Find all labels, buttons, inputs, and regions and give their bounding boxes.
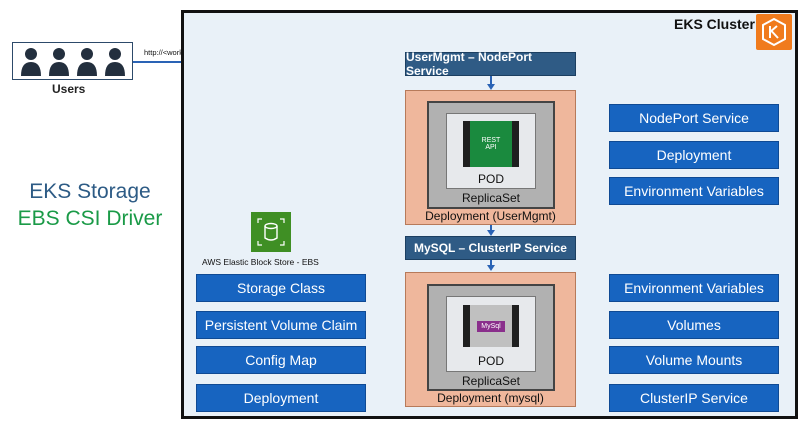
mysql-container: MySql	[463, 305, 519, 347]
eks-logo-icon	[756, 14, 792, 50]
usermgmt-deployment-label: Deployment (UserMgmt)	[425, 209, 556, 223]
usermgmt-pod: REST API POD	[446, 113, 536, 189]
mysql-deployment: MySql POD ReplicaSet Deployment (mysql)	[405, 272, 576, 407]
nodeport-service-box: NodePort Service	[609, 104, 779, 132]
users-group	[12, 42, 133, 80]
mysql-replicaset: MySql POD ReplicaSet	[427, 284, 555, 391]
storage-title-line2: EBS CSI Driver	[17, 207, 163, 230]
cluster-title: EKS Cluster	[674, 16, 755, 32]
clusterip-service-box: ClusterIP Service	[609, 384, 779, 412]
storage-class-box: Storage Class	[196, 274, 366, 302]
mysql-pod-label: POD	[477, 354, 504, 368]
arrow-mysql-service-to-deployment	[490, 260, 492, 266]
left-deployment-box: Deployment	[196, 384, 366, 412]
users-icon	[21, 48, 125, 76]
rest-api-container: REST API	[463, 121, 519, 167]
users-label: Users	[52, 82, 86, 96]
usermgmt-pod-label: POD	[477, 172, 504, 186]
usermgmt-replicaset: REST API POD ReplicaSet	[427, 101, 555, 209]
arrow-deployment-to-mysql-service	[490, 225, 492, 231]
environment-variables-box-bottom: Environment Variables	[609, 274, 779, 302]
arrow-down-icon	[487, 84, 495, 90]
ebs-icon	[251, 212, 291, 252]
usermgmt-service-box: UserMgmt – NodePort Service	[405, 50, 576, 78]
arrow-down-icon	[487, 230, 495, 236]
mysql-pod: MySql POD	[446, 296, 536, 372]
mysql-replicaset-label: ReplicaSet	[461, 374, 521, 388]
mysql-service-box: MySQL – ClusterIP Service	[405, 236, 576, 260]
ebs-label: AWS Elastic Block Store - EBS	[202, 257, 319, 267]
config-map-box: Config Map	[196, 346, 366, 374]
mysql-container-label: MySql	[477, 320, 505, 332]
environment-variables-box-top: Environment Variables	[609, 177, 779, 205]
rest-api-label-1: REST	[481, 137, 501, 144]
volumes-box: Volumes	[609, 311, 779, 339]
rest-api-label-2: API	[485, 144, 497, 151]
arrow-service-to-deployment	[490, 76, 492, 84]
right-deployment-box: Deployment	[609, 141, 779, 169]
arrow-down-icon	[487, 265, 495, 271]
usermgmt-deployment: REST API POD ReplicaSet Deployment (User…	[405, 90, 576, 225]
mysql-deployment-label: Deployment (mysql)	[437, 391, 544, 405]
usermgmt-replicaset-label: ReplicaSet	[461, 191, 521, 205]
storage-title-line1: EKS Storage	[29, 180, 151, 203]
volume-mounts-box: Volume Mounts	[609, 346, 779, 374]
persistent-volume-claim-box: Persistent Volume Claim	[196, 311, 366, 339]
